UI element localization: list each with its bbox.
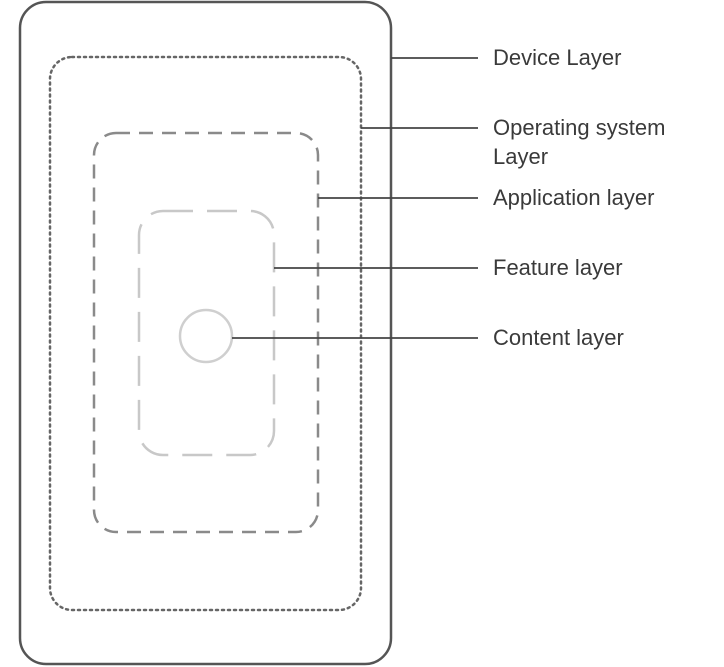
application-layer-outline xyxy=(92,131,320,534)
content-layer-circle xyxy=(178,308,234,364)
os-layer-label-line2: Layer xyxy=(493,144,549,169)
os-layer-label: Operating system Layer xyxy=(493,113,665,171)
feature-layer-label-text: Feature layer xyxy=(493,255,623,280)
os-layer-outline xyxy=(48,55,363,612)
content-layer-label-text: Content layer xyxy=(493,325,624,350)
content-layer-label: Content layer xyxy=(493,323,624,352)
device-layer-outline xyxy=(18,0,393,666)
device-layer-label: Device Layer xyxy=(493,43,621,72)
os-layer-label-line1: Operating system xyxy=(493,115,666,140)
application-layer-label-text: Application layer xyxy=(493,185,655,210)
feature-layer-outline xyxy=(137,209,276,457)
application-layer-label: Application layer xyxy=(493,183,654,212)
device-layer-label-text: Device Layer xyxy=(493,45,622,70)
feature-layer-label: Feature layer xyxy=(493,253,623,282)
